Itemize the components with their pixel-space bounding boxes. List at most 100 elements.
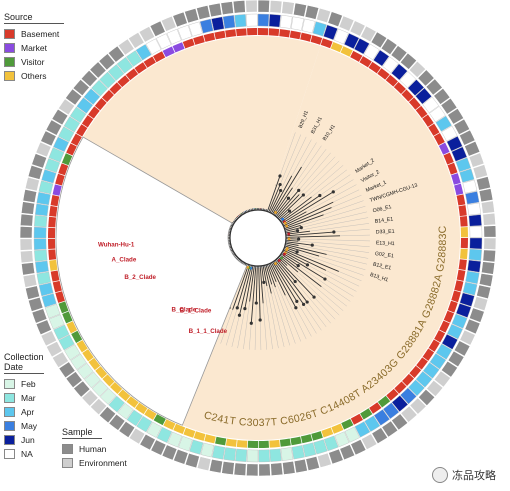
date-ring-segment bbox=[63, 116, 81, 133]
source-ring-segment bbox=[456, 269, 466, 281]
sample-swatch bbox=[62, 444, 73, 454]
source-ring-segment bbox=[58, 301, 69, 314]
tip-branch bbox=[266, 285, 279, 349]
source-ring-segment bbox=[62, 311, 73, 324]
sample-ring-segment bbox=[51, 108, 69, 126]
source-legend-label: Others bbox=[21, 71, 47, 81]
tip-branch bbox=[333, 229, 370, 233]
internal-branch bbox=[285, 227, 302, 232]
legend-rule bbox=[4, 23, 64, 24]
tip-branch bbox=[249, 323, 252, 350]
tree-node-dot bbox=[243, 307, 247, 311]
source-ring-segment bbox=[153, 51, 166, 63]
internal-branch bbox=[279, 196, 312, 222]
source-ring-segment bbox=[386, 388, 399, 401]
legend-rule bbox=[62, 438, 102, 439]
source-ring-segment bbox=[290, 436, 302, 446]
sample-ring-segment bbox=[25, 285, 41, 300]
sample-ring-segment bbox=[483, 225, 497, 238]
sample-ring-segment bbox=[293, 2, 308, 18]
tip-label: G02_E1 bbox=[375, 251, 395, 259]
source-ring-segment bbox=[225, 29, 237, 38]
tip-branch bbox=[340, 234, 370, 237]
sample-ring-segment bbox=[196, 5, 211, 21]
source-ring-segment bbox=[454, 280, 464, 292]
source-ring-segment bbox=[82, 349, 94, 362]
source-ring-segment bbox=[369, 402, 382, 414]
node-marker bbox=[285, 248, 289, 252]
sample-ring-segment bbox=[360, 25, 377, 43]
date-legend-label: May bbox=[21, 421, 38, 431]
sample-legend-item: Human bbox=[62, 442, 152, 456]
source-ring-segment bbox=[81, 115, 94, 128]
sample-ring-segment bbox=[257, 0, 270, 13]
date-ring-segment bbox=[429, 353, 447, 370]
sample-ring-segment bbox=[117, 38, 135, 56]
date-ring-segment bbox=[468, 248, 482, 261]
sample-ring-segment bbox=[138, 25, 156, 43]
date-ring-segment bbox=[84, 371, 101, 389]
source-ring-segment bbox=[300, 32, 312, 42]
date-ring-segment bbox=[446, 136, 463, 152]
tree-node-dot bbox=[287, 209, 292, 213]
tip-branch bbox=[307, 301, 327, 327]
date-ring-segment bbox=[107, 64, 125, 81]
sample-ring-segment bbox=[316, 452, 332, 469]
tip-label: E13_H1 bbox=[376, 240, 395, 247]
date-ring-segment bbox=[135, 44, 152, 61]
source-ring-segment bbox=[225, 438, 237, 447]
date-ring-segment bbox=[48, 147, 65, 163]
sample-legend-label: Environment bbox=[79, 458, 127, 468]
tip-branch bbox=[280, 136, 307, 191]
sample-ring-segment bbox=[305, 455, 320, 471]
sample-legend-item: Environment bbox=[62, 456, 152, 470]
date-ring-segment bbox=[469, 237, 483, 250]
source-ring-segment bbox=[61, 153, 73, 166]
date-ring-segment bbox=[44, 303, 61, 319]
internal-branch bbox=[284, 245, 320, 257]
sample-ring-segment bbox=[417, 388, 436, 407]
internal-branch bbox=[258, 265, 261, 320]
internal-branch bbox=[276, 194, 300, 218]
date-ring-segment bbox=[333, 28, 349, 45]
source-ring-segment bbox=[433, 133, 445, 146]
date-legend-label: Feb bbox=[21, 379, 36, 389]
date-ring-segment bbox=[400, 387, 417, 405]
sample-ring-segment bbox=[19, 238, 33, 251]
date-ring-segment bbox=[199, 18, 214, 34]
date-ring-segment bbox=[364, 415, 381, 432]
source-ring-segment bbox=[193, 35, 205, 45]
source-ring-segment bbox=[393, 81, 406, 94]
source-ring-segment bbox=[162, 46, 175, 58]
source-ring-segment bbox=[126, 396, 139, 408]
tree-node-dot bbox=[295, 250, 299, 254]
source-ring-segment bbox=[438, 142, 450, 155]
source-ring-segment bbox=[350, 50, 363, 62]
date-ring-segment bbox=[280, 447, 294, 461]
date-ring-segment bbox=[53, 324, 70, 340]
source-ring-segment bbox=[70, 133, 82, 146]
source-ring-segment bbox=[48, 249, 57, 260]
date-ring-segment bbox=[469, 226, 483, 238]
source-ring-segment bbox=[135, 402, 148, 415]
date-ring-segment bbox=[83, 88, 101, 105]
date-ring-segment bbox=[459, 292, 475, 307]
internal-branch bbox=[259, 265, 264, 304]
source-ring-segment bbox=[350, 413, 363, 425]
sample-ring-segment bbox=[220, 1, 234, 16]
clade-label: B_2_Clade bbox=[124, 274, 156, 281]
source-ring-segment bbox=[447, 162, 458, 175]
sample-ring-segment bbox=[57, 98, 76, 116]
source-ring-segment bbox=[408, 97, 421, 110]
date-ring-segment bbox=[36, 191, 51, 206]
source-ring-segment bbox=[247, 28, 258, 36]
sample-ring-segment bbox=[390, 45, 408, 63]
sample-ring-segment bbox=[316, 7, 332, 24]
clade-label: B_1_Clade bbox=[180, 308, 212, 315]
sample-ring-segment bbox=[350, 438, 367, 456]
sample-ring-segment bbox=[464, 318, 481, 335]
source-ring-segment bbox=[443, 152, 454, 165]
